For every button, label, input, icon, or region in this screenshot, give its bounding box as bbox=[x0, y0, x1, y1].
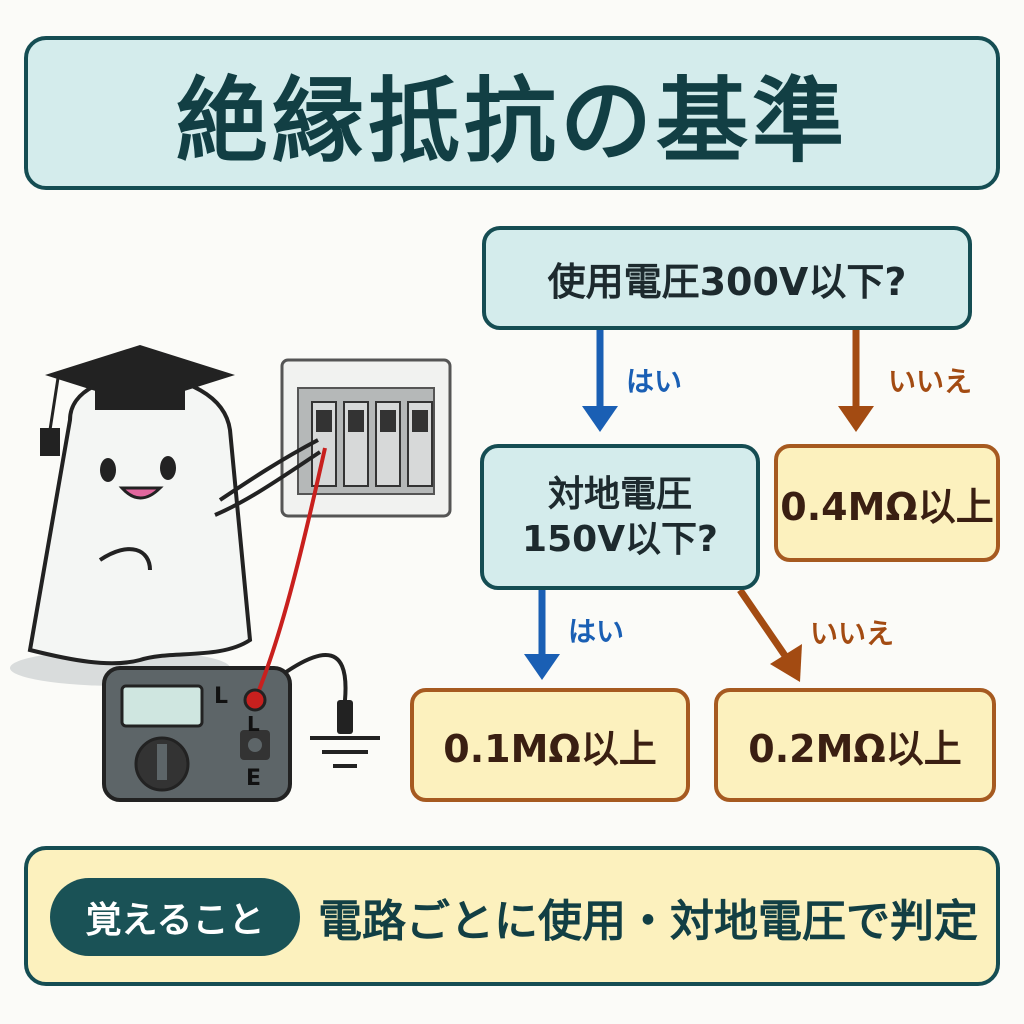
memo-text: 電路ごとに使用・対地電圧で判定 bbox=[318, 896, 978, 947]
yes-label-1: はい bbox=[626, 365, 683, 398]
result-0-4-megaohm: 0.4MΩ以上 bbox=[774, 444, 1000, 562]
yes-arrow-2 bbox=[524, 590, 560, 680]
question2-line2: 150V以下? bbox=[522, 519, 718, 560]
page-title: 絶縁抵抗の基準 bbox=[175, 67, 848, 175]
terminal-l-label: L bbox=[247, 712, 260, 736]
yes-label-2: はい bbox=[568, 615, 625, 648]
no-label-2: いいえ bbox=[810, 617, 895, 650]
memo-badge-text: 覚えること bbox=[85, 900, 265, 941]
terminal-l-top-label: L bbox=[214, 684, 229, 709]
no-arrow-2 bbox=[737, 588, 802, 682]
memo-badge: 覚えること bbox=[50, 878, 300, 956]
result-02-text: 0.2MΩ以上 bbox=[748, 726, 962, 771]
ghost-graduate-icon bbox=[10, 345, 322, 686]
ground-symbol-icon bbox=[310, 700, 380, 768]
question1-text: 使用電圧300V以下? bbox=[547, 259, 907, 304]
no-arrow-1 bbox=[838, 330, 874, 432]
question-ground-voltage: 対地電圧 150V以下? bbox=[480, 444, 760, 590]
terminal-e-label: E bbox=[246, 766, 262, 791]
no-label-1: いいえ bbox=[888, 365, 973, 398]
question-operating-voltage: 使用電圧300V以下? bbox=[482, 226, 972, 330]
result-04-text: 0.4MΩ以上 bbox=[780, 484, 994, 529]
probe-wire bbox=[253, 447, 327, 701]
result-01-text: 0.1MΩ以上 bbox=[443, 726, 657, 771]
title-banner: 絶縁抵抗の基準 bbox=[24, 36, 1000, 190]
yes-arrow-1 bbox=[582, 330, 618, 432]
insulation-tester-icon bbox=[102, 666, 292, 802]
result-0-1-megaohm: 0.1MΩ以上 bbox=[410, 688, 690, 802]
breaker-panel-icon bbox=[280, 358, 452, 518]
question2-line1: 対地電圧 bbox=[547, 474, 692, 515]
probe-terminal bbox=[243, 688, 267, 712]
result-0-2-megaohm: 0.2MΩ以上 bbox=[714, 688, 996, 802]
